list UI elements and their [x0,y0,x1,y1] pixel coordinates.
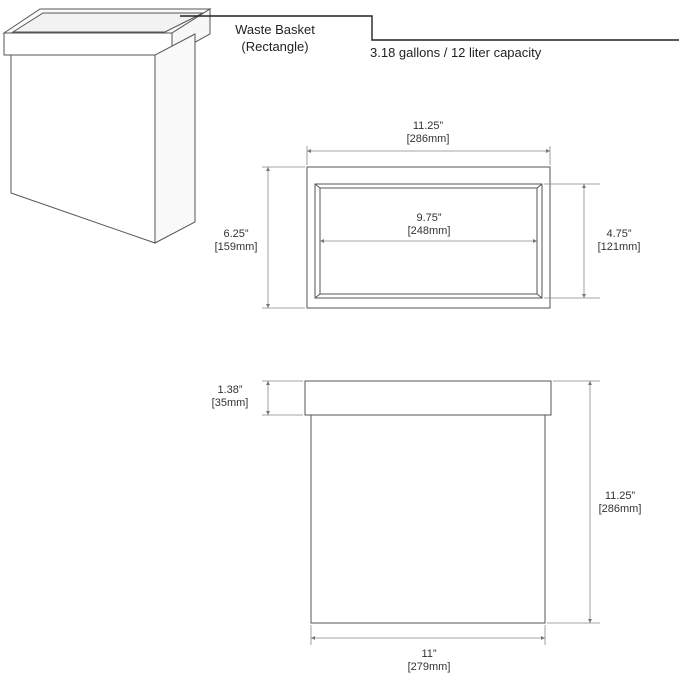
basket-body-side [154,33,196,244]
top-view-drawing [306,166,551,309]
total-height-label: 11.25” [286mm] [598,490,642,515]
basket-body-front [10,54,156,244]
front-view-rim [304,380,552,416]
title-line-2: (Rectangle) [241,39,309,54]
basket-perspective-illustration [2,8,212,244]
front-view-drawing [304,380,552,624]
top-view-inner-rim [314,183,543,299]
rim-height-label: 1.38” [35mm] [211,384,249,409]
inner-width-label: 9.75” [248mm] [407,212,451,237]
top-view-dimensions [262,146,600,309]
top-view-outer [306,166,551,309]
header-leader-lines [180,15,679,41]
inner-depth-label: 4.75” [121mm] [597,228,641,253]
outer-depth-label: 6.25” [159mm] [214,228,258,253]
base-width-label: 11” [279mm] [407,648,451,673]
basket-rim-front [3,32,173,56]
outer-width-label: 11.25” [286mm] [406,120,450,145]
title-line-1: Waste Basket [235,22,315,37]
diagram-title: Waste Basket (Rectangle) [205,21,345,55]
capacity-label: 3.18 gallons / 12 liter capacity [370,45,542,60]
front-view-body [310,414,546,624]
front-view-dimensions [262,380,600,645]
